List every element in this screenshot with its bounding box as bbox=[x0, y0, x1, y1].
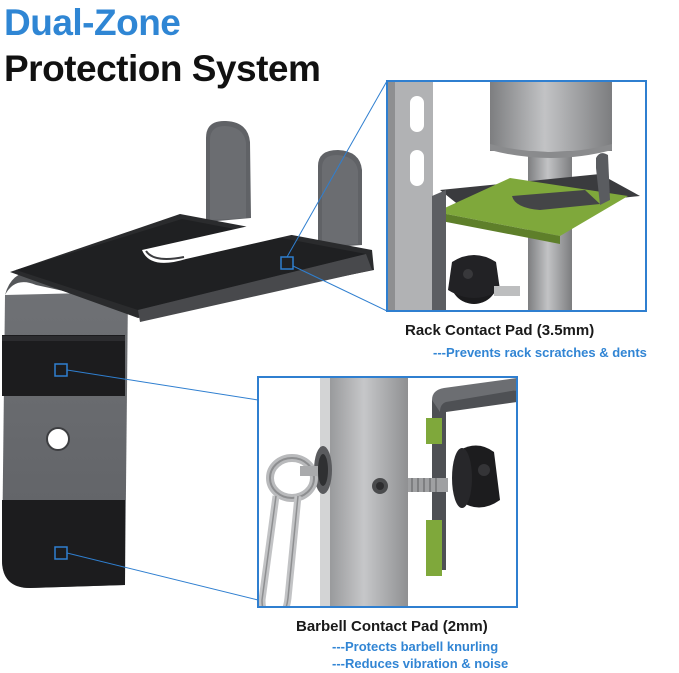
title-dual-zone: Dual-Zone bbox=[4, 2, 181, 43]
callout-barbell-pad bbox=[258, 377, 517, 607]
leader-lines bbox=[54, 80, 388, 601]
rack-pad-note-1: ---Prevents rack scratches & dents bbox=[433, 345, 647, 360]
bracket bbox=[2, 120, 374, 588]
barbell-pad-label: Barbell Contact Pad (2mm) bbox=[296, 618, 488, 635]
callout-rack-pad bbox=[387, 81, 646, 311]
barbell-pad-note-1: ---Protects barbell knurling bbox=[332, 639, 499, 654]
rack-pad-label: Rack Contact Pad (3.5mm) bbox=[405, 322, 595, 339]
barbell-pad-note-2: ---Reduces vibration & noise bbox=[332, 656, 509, 671]
title-protection-system: Protection System bbox=[4, 48, 321, 89]
